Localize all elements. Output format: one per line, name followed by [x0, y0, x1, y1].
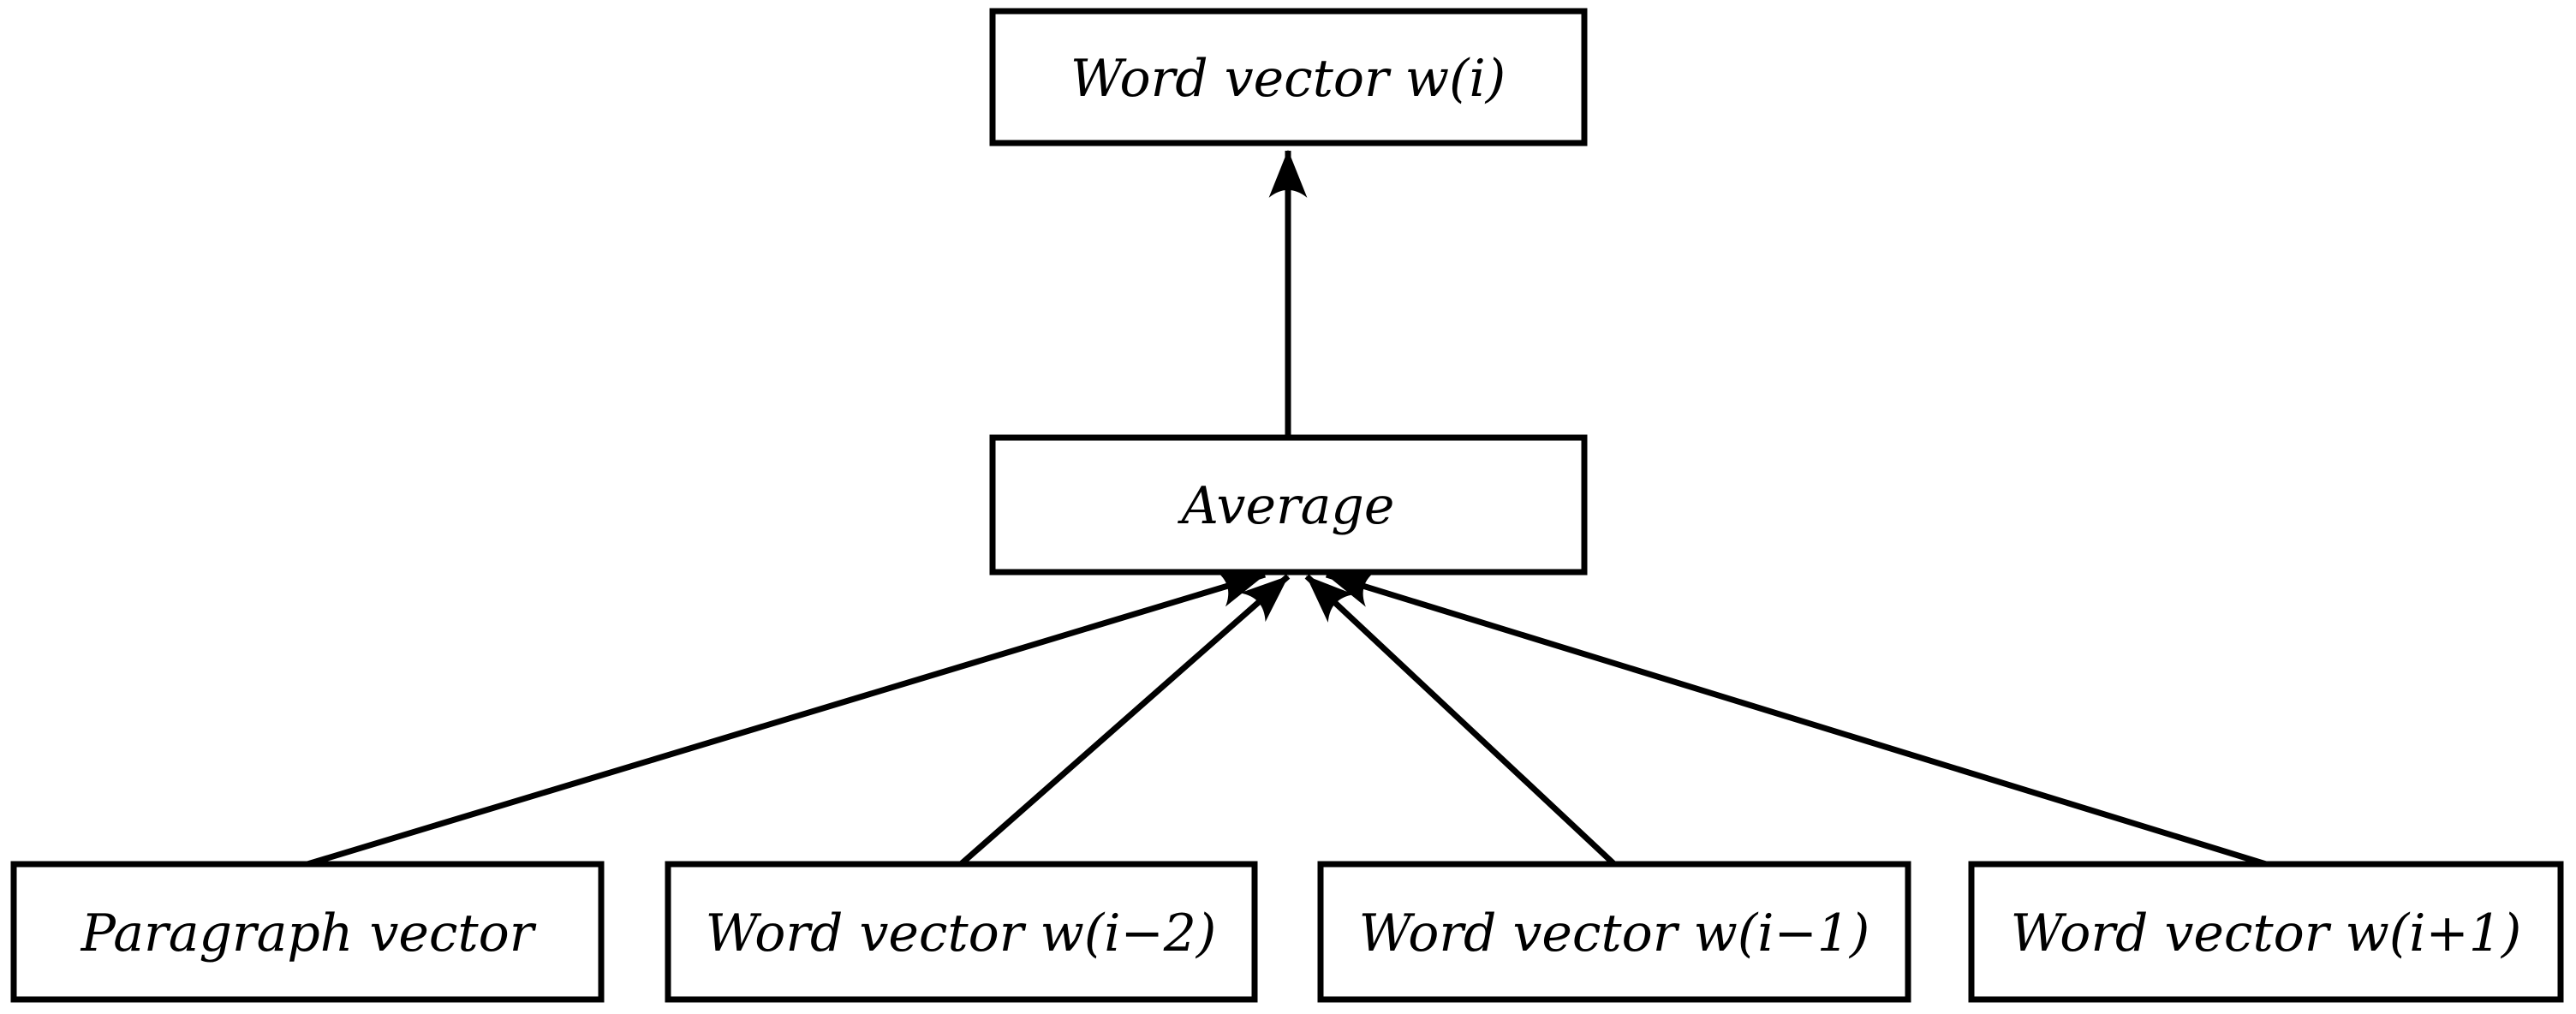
average-node-box: [989, 434, 1588, 576]
arrow-word-vector-i-minus-2-to-average: [958, 574, 1291, 867]
output-node-label: Word vector w(i): [1070, 49, 1506, 109]
arrow-word-vector-i-plus-1-to-average: [1325, 570, 2268, 868]
word-vector-i-minus-2-node-label: Word vector w(i−2): [706, 904, 1217, 963]
paragraph-vector-node-box: [10, 861, 605, 1003]
paragraph-vector-node-label: Paragraph vector: [80, 904, 537, 963]
arrow-word-vector-i-minus-1-to-average: [1304, 574, 1617, 867]
word-vector-i-minus-1-node-box: [1317, 861, 1911, 1003]
word-vector-i-minus-2-node-box: [665, 861, 1258, 1003]
word-vector-i-plus-1-node-box: [1968, 861, 2564, 1003]
arrow-paragraph-vector-to-average: [306, 570, 1267, 868]
word-vector-i-minus-1-node-label: Word vector w(i−1): [1359, 904, 1870, 963]
average-node-label: Average: [1178, 476, 1395, 536]
output-node-box: [989, 8, 1588, 146]
word-vector-i-plus-1-node-label: Word vector w(i+1): [2011, 904, 2522, 963]
